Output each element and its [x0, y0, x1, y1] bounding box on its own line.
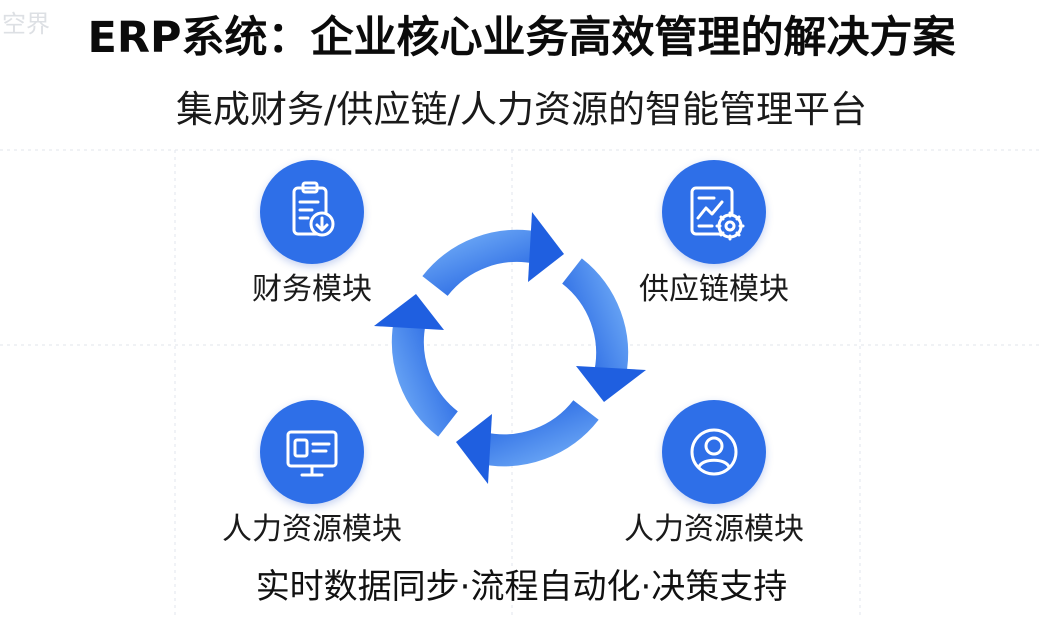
supply-chain-module-label: 供应链模块: [639, 272, 789, 307]
watermark: 空界: [0, 6, 60, 40]
arrowhead-right: [576, 366, 646, 402]
page-title: ERP系统：企业核心业务高效管理的解决方案: [87, 13, 956, 63]
chart-gear-icon: [690, 186, 745, 241]
arrowhead-left: [374, 294, 444, 330]
user-circle-icon: [690, 428, 738, 476]
hr-module-icon-right[interactable]: [662, 400, 766, 504]
monitor-profile-icon: [286, 430, 338, 477]
supply-chain-module-icon[interactable]: [662, 160, 766, 264]
hr-module-label-right: 人力资源模块: [624, 512, 804, 547]
watermark-text: 空界: [2, 10, 50, 38]
clipboard-download-icon: [292, 181, 335, 237]
cycle-arrows: [374, 212, 646, 484]
arrow-segment-top: [422, 229, 542, 297]
arrow-segment-left: [391, 317, 459, 437]
hr-module-label-left: 人力资源模块: [222, 512, 402, 547]
arrow-segment-bottom: [478, 399, 599, 467]
page-subtitle: 集成财务/供应链/人力资源的智能管理平台: [176, 88, 867, 131]
finance-module-icon[interactable]: [260, 160, 364, 264]
arrow-segment-right: [561, 258, 629, 378]
finance-module-label: 财务模块: [252, 272, 372, 307]
footer-tagline: 实时数据同步·流程自动化·决策支持: [255, 567, 788, 607]
arrowhead-bottom: [456, 414, 492, 484]
hr-module-icon-left[interactable]: [260, 400, 364, 504]
arrowhead-top: [528, 212, 564, 282]
